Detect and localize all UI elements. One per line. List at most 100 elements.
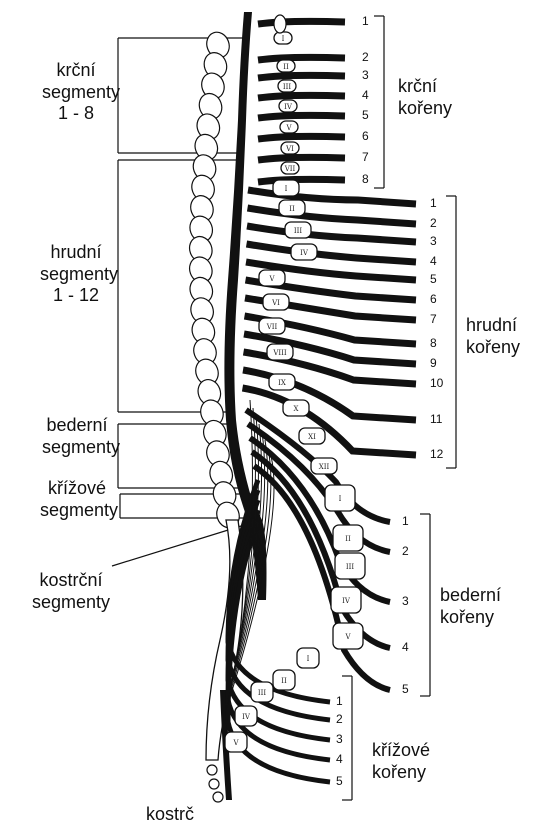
label-sacral-segments: křížové segmenty [40, 478, 114, 521]
cervical-root-number: 1 [362, 14, 369, 28]
label-line: segmenty [40, 500, 114, 522]
label-line: křížové [40, 478, 114, 500]
thoracic-vertebra: VII [259, 318, 285, 334]
thoracic-root-number: 11 [430, 412, 442, 426]
sacral-root-number: 4 [336, 752, 343, 766]
vertebra-numeral: V [232, 739, 239, 747]
thoracic-vertebra: XI [299, 428, 325, 444]
vertebra-numeral: IX [278, 379, 286, 387]
vertebra-numeral: III [258, 689, 267, 697]
lumbar-root-number: 1 [402, 514, 409, 528]
thoracic-root-number: 6 [430, 292, 437, 306]
sacral-vertebra: V [225, 732, 247, 752]
label-line: kořeny [372, 762, 430, 784]
cervical-root-number: 8 [362, 172, 369, 186]
coccyx-vertebra [209, 779, 219, 789]
cervical-root [258, 21, 345, 24]
sacral-root-number: 5 [336, 774, 343, 788]
thoracic-root-number: 5 [430, 272, 437, 286]
label-coccyx: kostrč [146, 804, 194, 826]
lumbar-vertebra: III [335, 553, 365, 579]
vertebra-numeral: V [285, 124, 292, 132]
label-line: hrudní [40, 242, 112, 264]
label-cervical-segments: krční segmenty 1 - 8 [42, 60, 110, 125]
vertebra-numeral: II [281, 677, 287, 685]
thoracic-vertebra: I [273, 180, 299, 196]
cervical-vertebra: VII [281, 162, 299, 174]
cervical-root [258, 179, 345, 182]
label-line: segmenty [42, 437, 112, 459]
cervical-root-number: 5 [362, 108, 369, 122]
label-line: segmenty [28, 592, 114, 614]
thoracic-vertebra: II [279, 200, 305, 216]
vertebra-numeral: X [294, 405, 299, 413]
label-line: segmenty [40, 264, 112, 286]
label-cervical-roots: krční kořeny [398, 76, 452, 119]
cervical-vertebra: VI [281, 142, 299, 154]
thoracic-root-number: 3 [430, 234, 437, 248]
cervical-root [258, 115, 345, 118]
thoracic-root-number: 10 [430, 376, 443, 390]
sacral-root-number: 1 [336, 694, 343, 708]
lumbar-root-number: 3 [402, 594, 409, 608]
thoracic-vertebra: III [285, 222, 311, 238]
vertebra-numeral: III [283, 83, 292, 91]
label-line: kořeny [466, 337, 520, 359]
label-line: krční [398, 76, 452, 98]
cervical-root [258, 57, 345, 60]
cervical-root-number: 4 [362, 88, 369, 102]
cervical-vertebra: I [274, 32, 292, 44]
cervical-root-number: 2 [362, 50, 369, 64]
lumbar-root-number: 4 [402, 640, 409, 654]
thoracic-root [247, 244, 417, 262]
cervical-vertebra: III [278, 80, 296, 92]
label-line: kořeny [440, 607, 501, 629]
sacral-vertebra: III [251, 682, 273, 702]
thoracic-vertebra: V [259, 270, 285, 286]
vertebra-numeral: VI [271, 299, 280, 307]
vertebra-numeral: I [307, 655, 310, 663]
cervical-root-number: 3 [362, 68, 369, 82]
vertebra-numeral: I [282, 35, 285, 43]
thoracic-vertebra: VIII [267, 344, 293, 360]
thoracic-root-number: 8 [430, 336, 437, 350]
vertebra-numeral: IV [342, 597, 351, 605]
vertebra-numeral: VII [284, 165, 296, 173]
label-line: křížové [372, 740, 430, 762]
thoracic-root-number: 4 [430, 254, 437, 268]
label-line: 1 - 8 [42, 103, 110, 125]
vertebra-numeral: III [346, 563, 355, 571]
label-line: hrudní [466, 315, 520, 337]
thoracic-vertebra: X [283, 400, 309, 416]
label-line: kostrční [28, 570, 114, 592]
sacral-vertebra: II [273, 670, 295, 690]
vertebra-numeral: I [339, 495, 342, 503]
thoracic-root-number: 7 [430, 312, 437, 326]
label-line: bederní [42, 415, 112, 437]
lumbar-root-number: 2 [402, 544, 409, 558]
vertebra-numeral: V [268, 275, 275, 283]
vertebra-numeral: IV [300, 249, 309, 257]
label-line: kořeny [398, 98, 452, 120]
nerve-roots [226, 21, 416, 782]
cervical-root [258, 95, 345, 98]
sacral-vertebra: I [297, 648, 319, 668]
vertebra-numeral: V [344, 633, 351, 641]
thoracic-vertebra: IX [269, 374, 295, 390]
cervical-vertebra: V [280, 121, 298, 133]
sacral-root-number: 3 [336, 732, 343, 746]
atlas-vertebra [274, 15, 286, 33]
lumbar-root-number: 5 [402, 682, 409, 696]
vertebra-numeral: VI [285, 145, 294, 153]
vertebra-numeral: II [345, 535, 351, 543]
label-line: bederní [440, 585, 501, 607]
lumbar-vertebra: IV [331, 587, 361, 613]
cervical-root [258, 136, 345, 139]
thoracic-root-number: 1 [430, 196, 437, 210]
cervical-vertebra: II [277, 60, 295, 72]
cervical-root [258, 75, 345, 78]
vertebra-numeral: IV [284, 103, 293, 111]
thoracic-root-number: 9 [430, 356, 437, 370]
cervical-root-number: 7 [362, 150, 369, 164]
coccyx-vertebra [207, 765, 217, 775]
